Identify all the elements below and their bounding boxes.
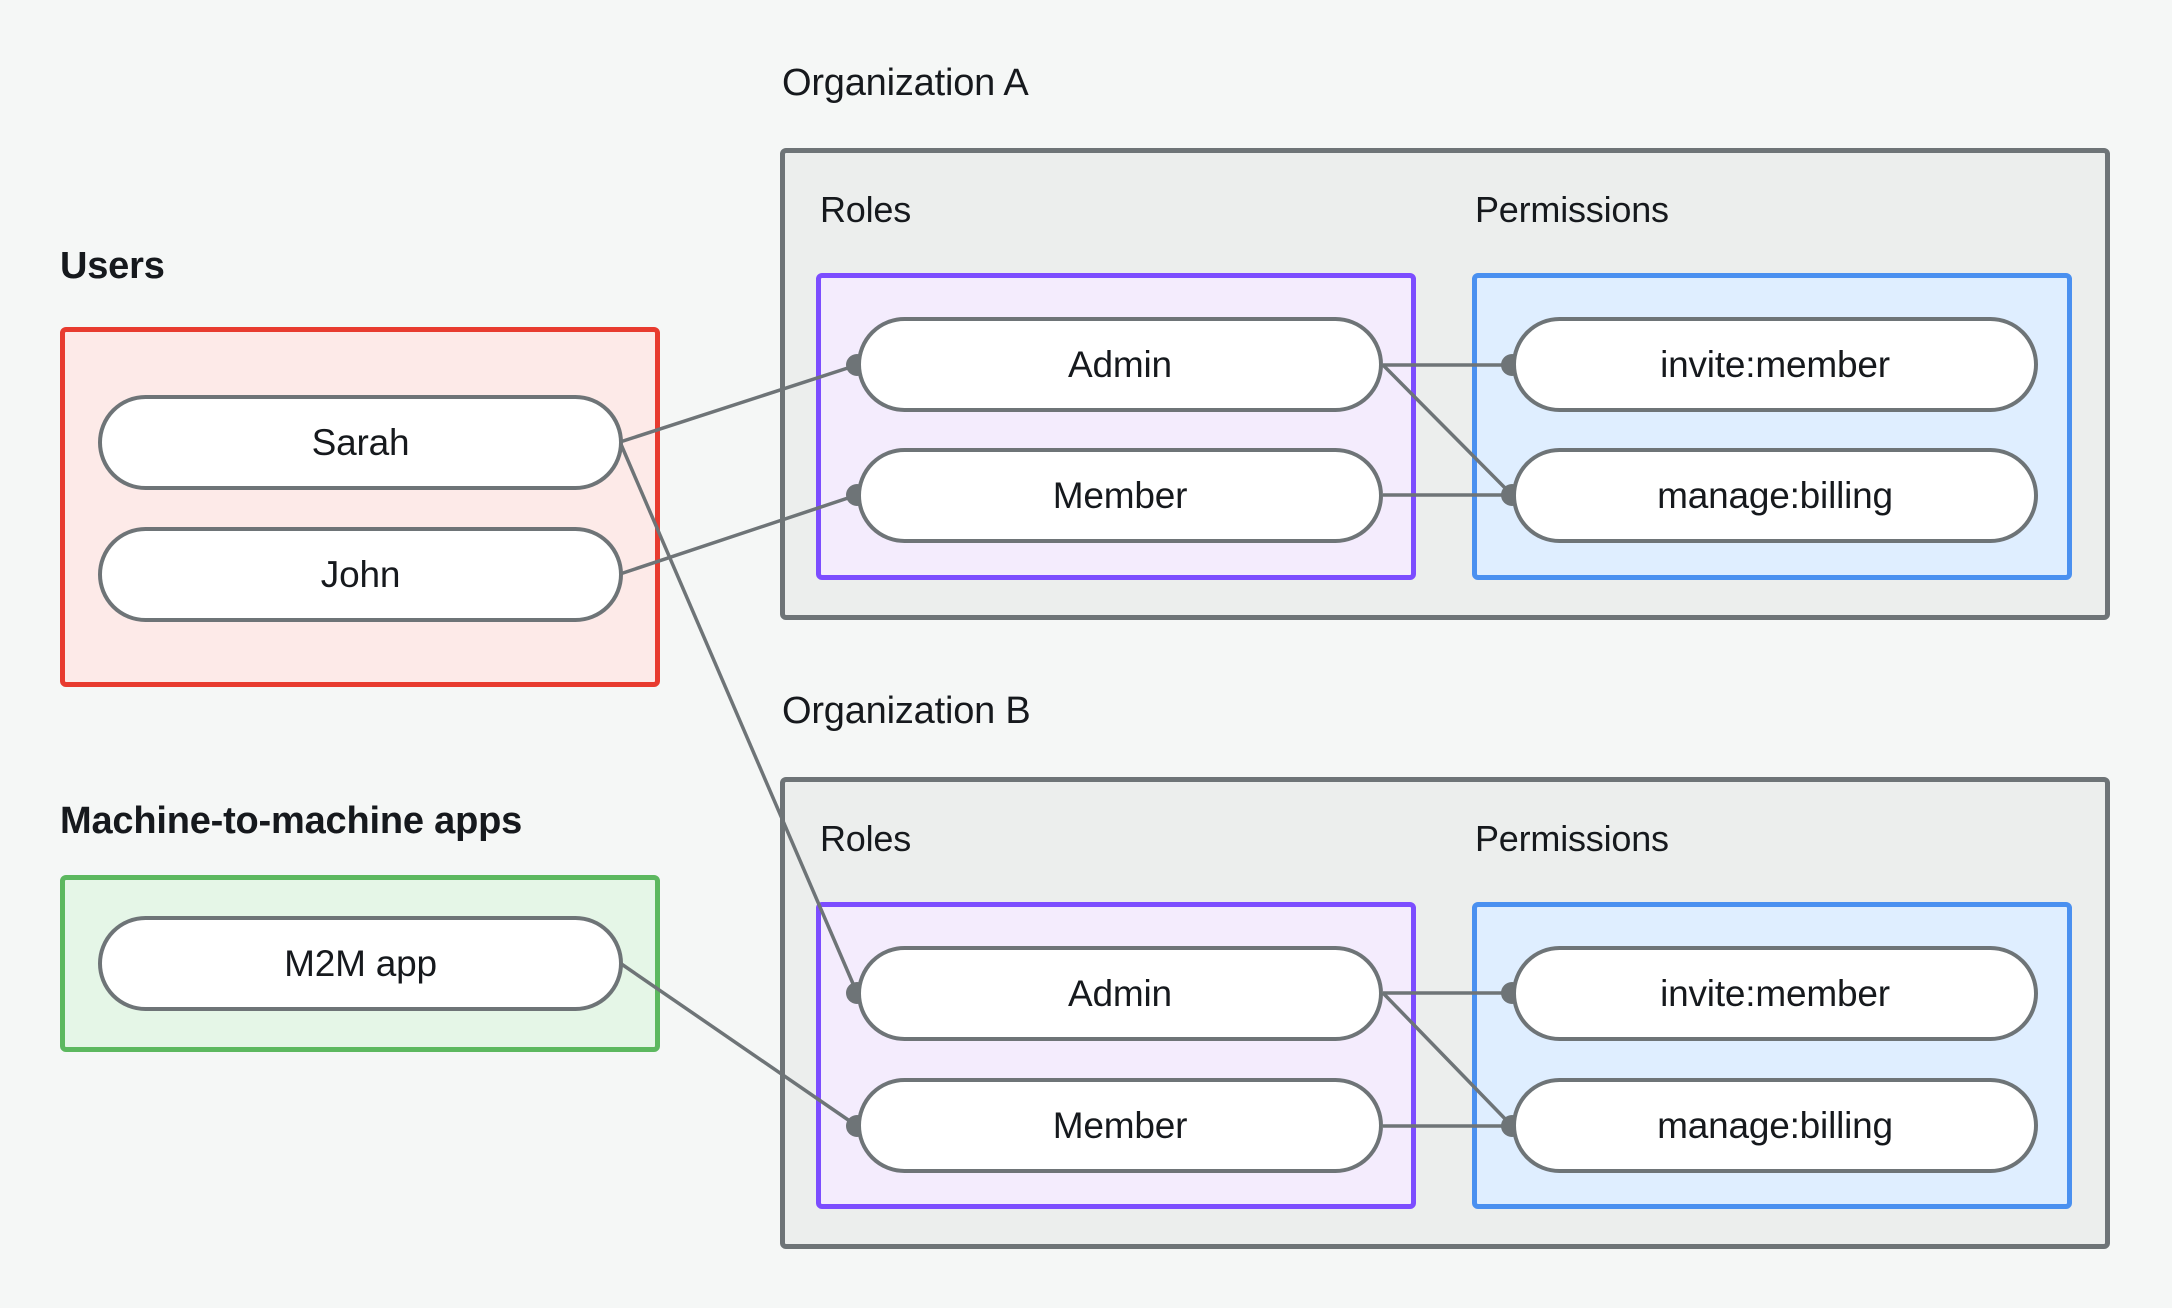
organization-a-permission-manage-billing[interactable]: manage:billing [1512,448,2038,543]
users-heading: Users [60,245,165,287]
m2m-node-app-label: M2M app [284,942,437,984]
organization-b-permission-manage-billing-label: manage:billing [1657,1104,1893,1146]
users-container [60,327,660,687]
organization-b-permission-invite-member[interactable]: invite:member [1512,946,2038,1041]
organization-a-role-admin-label: Admin [1068,343,1172,385]
machines-heading: Machine-to-machine apps [60,800,523,842]
organization-a-role-member-label: Member [1052,474,1188,516]
organization-a-permission-invite-member-label: invite:member [1660,343,1890,385]
user-node-john-label: John [320,553,401,595]
organization-a-role-admin[interactable]: Admin [857,317,1383,412]
organization-b-permission-manage-billing[interactable]: manage:billing [1512,1078,2038,1173]
organization-b-permission-invite-member-label: invite:member [1660,972,1890,1014]
m2m-node-app[interactable]: M2M app [98,916,623,1011]
organization-b-permissions-heading: Permissions [1475,818,1669,859]
organization-b-role-member-label: Member [1052,1104,1188,1146]
organization-b-role-admin-label: Admin [1068,972,1172,1014]
user-node-sarah-label: Sarah [311,421,410,463]
organization-b-role-member[interactable]: Member [857,1078,1383,1173]
user-node-sarah[interactable]: Sarah [98,395,623,490]
organization-a-permissions-heading: Permissions [1475,189,1669,230]
organization-a-permission-invite-member[interactable]: invite:member [1512,317,2038,412]
organization-a-permission-manage-billing-label: manage:billing [1657,474,1893,516]
organization-a-heading: Organization A [782,62,1029,104]
organization-b-roles-heading: Roles [820,818,912,859]
organization-b-heading: Organization B [782,690,1031,732]
organization-a-role-member[interactable]: Member [857,448,1383,543]
user-node-john[interactable]: John [98,527,623,622]
organization-a-roles-heading: Roles [820,189,912,230]
organization-b-role-admin[interactable]: Admin [857,946,1383,1041]
